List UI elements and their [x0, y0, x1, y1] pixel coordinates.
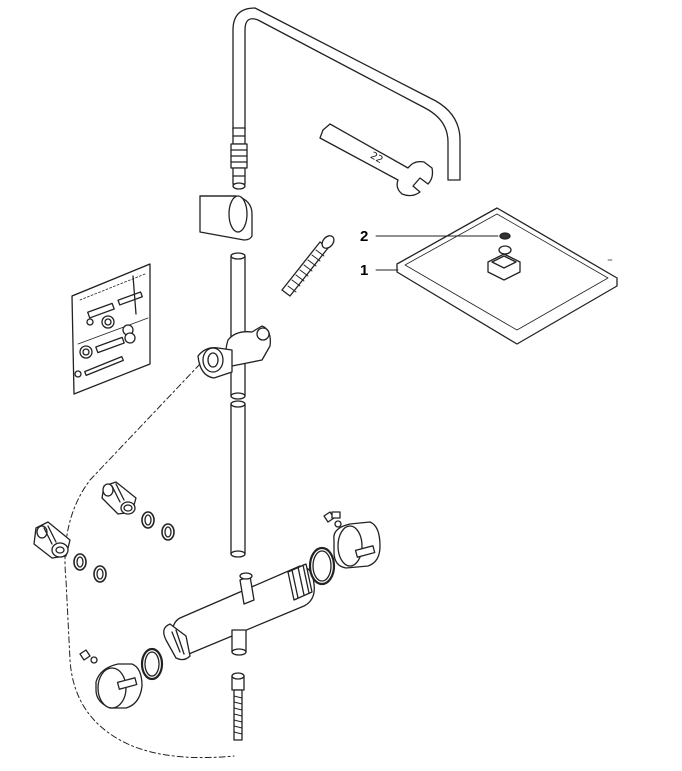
- assembly-guide-line: [64, 363, 235, 759]
- bottom-fitting: [231, 672, 245, 741]
- callout-1: 1: [360, 262, 369, 279]
- head-shower: [396, 207, 618, 345]
- long-screw: [281, 235, 335, 297]
- washers: [73, 511, 175, 583]
- s-union-left: [33, 521, 71, 559]
- s-union-right: [101, 481, 137, 515]
- right-handle: [308, 511, 381, 586]
- riser-pipe-upper: [230, 252, 246, 400]
- hand-shower-holder: [197, 325, 271, 379]
- wrench: 22: [319, 123, 434, 197]
- shower-arm: [230, 7, 461, 190]
- callout-2: 2: [360, 228, 369, 245]
- wall-bracket: [199, 195, 253, 241]
- riser-pipe-lower: [230, 400, 246, 558]
- thermostat-body: [163, 563, 315, 661]
- left-handle: [79, 647, 164, 709]
- mounting-instruction-card: [71, 263, 151, 395]
